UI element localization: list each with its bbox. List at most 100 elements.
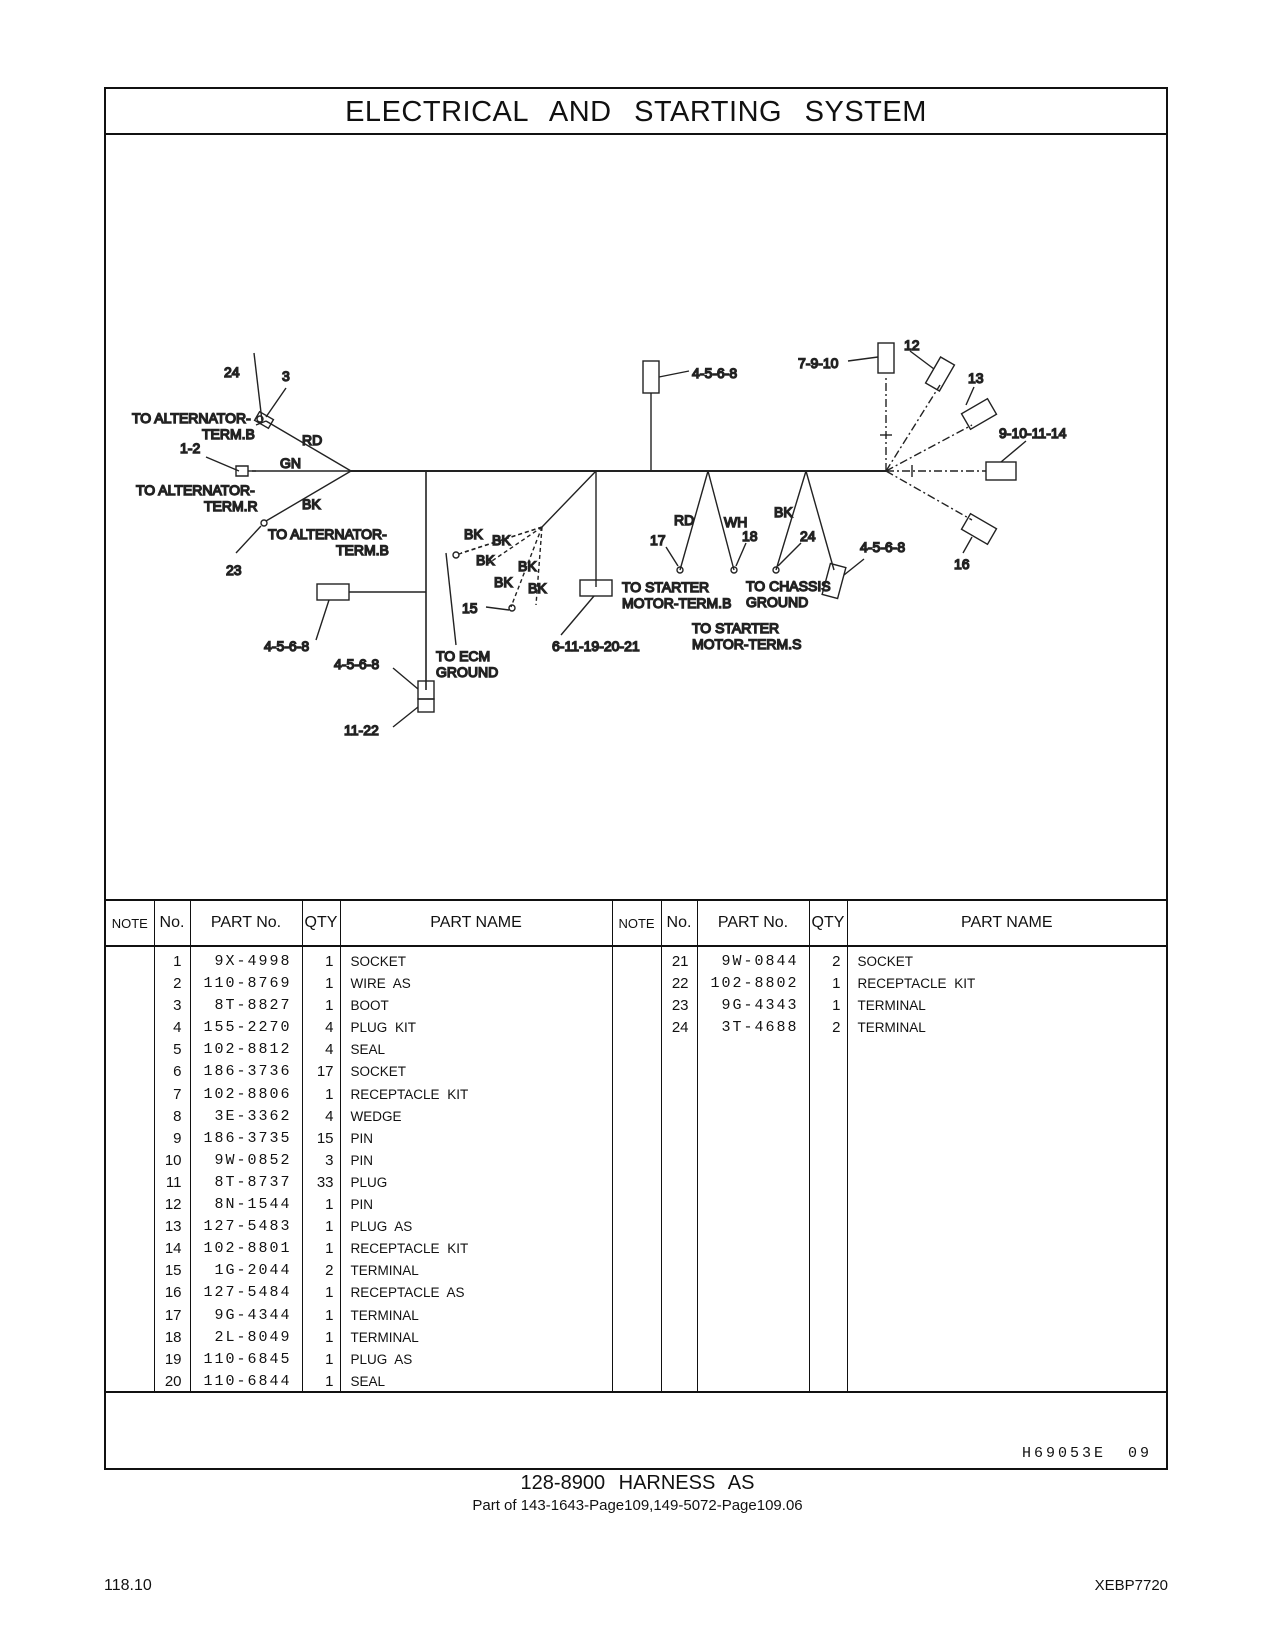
illustration-id: H69053E — [1021, 1445, 1106, 1462]
table-cell-name: PIN — [350, 1197, 374, 1213]
header-part-no-right: PART No. — [697, 901, 810, 947]
page-number: 118.10 — [104, 1577, 152, 1594]
table-cell-name: SEAL — [350, 1373, 386, 1389]
header-no-left: No. — [154, 901, 191, 947]
table-cell-name: TERMINAL — [857, 998, 926, 1014]
connector-12 — [924, 356, 956, 392]
document-id: XEBP7720 — [1094, 1577, 1168, 1594]
table-cell-part-no: 2L-8049 — [214, 1328, 292, 1346]
table-cell-qty: 1 — [325, 1196, 334, 1214]
label-24-right: 24 — [800, 528, 816, 544]
terminal-alt-term-b2 — [260, 519, 268, 527]
table-cell-no: 23 — [671, 997, 689, 1015]
label-17: 17 — [650, 532, 666, 548]
table-cell-name: BOOT — [350, 998, 389, 1014]
table-cell-no: 12 — [164, 1196, 182, 1214]
header-qty-left: QTY — [302, 901, 341, 947]
table-cell-part-no: 9G-4344 — [214, 1306, 292, 1324]
table-cell-no: 8 — [173, 1107, 182, 1125]
label-rd-2: RD — [674, 512, 694, 528]
parts-table: NOTE No. PART No. QTY PART NAME NOTE No.… — [106, 899, 1166, 1393]
table-cell-no: 4 — [173, 1019, 182, 1037]
label-to-alt-term-r-1: TO ALTERNATOR- — [136, 482, 255, 498]
table-cell-part-no: 9X-4998 — [214, 953, 292, 970]
header-qty-right: QTY — [809, 901, 848, 947]
table-cell-part-no: 102-8802 — [710, 975, 799, 993]
table-cell-no: 13 — [164, 1218, 182, 1236]
table-cell-name: RECEPTACLE KIT — [350, 1241, 469, 1257]
label-to-starter-b-2: MOTOR-TERM.B — [622, 595, 731, 611]
table-cell-name: SOCKET — [350, 954, 407, 969]
label-6-11-19-20-21: 6-11-19-20-21 — [552, 638, 640, 654]
harness-diagram: 24 3 TO ALTERNATOR- TERM.B 1-2 RD GN TO … — [106, 135, 1166, 899]
label-bk-b: BK — [492, 532, 511, 548]
table-cell-name: TERMINAL — [350, 1263, 419, 1279]
label-4-5-6-8-b: 4-5-6-8 — [334, 656, 379, 672]
section-title: ELECTRICAL AND STARTING SYSTEM — [106, 89, 1166, 135]
table-cell-qty: 1 — [325, 1240, 334, 1258]
label-4-5-6-8-top: 4-5-6-8 — [692, 365, 737, 381]
table-cell-no: 3 — [173, 997, 182, 1015]
table-cell-qty: 1 — [832, 975, 841, 993]
label-rd-1: RD — [302, 432, 322, 448]
label-to-alt-term-r-2: TERM.R — [204, 498, 258, 514]
page-frame: ELECTRICAL AND STARTING SYSTEM — [104, 87, 1168, 1470]
table-cell-qty: 17 — [316, 1063, 334, 1081]
table-cell-no: 18 — [164, 1328, 182, 1346]
label-to-alt-term-b2-1: TO ALTERNATOR- — [268, 526, 387, 542]
table-cell-qty: 2 — [325, 1262, 334, 1280]
table-cell-name: PLUG KIT — [350, 1020, 417, 1036]
connector-11-22-lower — [417, 698, 435, 713]
label-to-alt-term-b2-2: TERM.B — [336, 542, 389, 558]
connector-4-5-6-8-right — [821, 562, 847, 600]
table-cell-part-no: 102-8806 — [203, 1085, 292, 1103]
label-to-starter-s-1: TO STARTER — [692, 620, 779, 636]
table-cell-name: PLUG — [350, 1174, 388, 1190]
connector-4-5-6-8-top — [642, 360, 660, 394]
table-header-row: NOTE No. PART No. QTY PART NAME NOTE No.… — [106, 901, 1166, 947]
table-cell-part-no: 8T-8827 — [214, 997, 292, 1015]
illustration-rev: 09 — [1127, 1445, 1152, 1462]
label-bk-2: BK — [774, 504, 793, 520]
table-cell-part-no: 186-3735 — [203, 1129, 292, 1147]
table-cell-part-no: 127-5483 — [203, 1218, 292, 1236]
table-cell-part-no: 110-8769 — [203, 975, 292, 993]
label-4-5-6-8-a: 4-5-6-8 — [264, 638, 309, 654]
label-to-ecm-1: TO ECM — [436, 648, 490, 664]
label-11-22: 11-22 — [344, 722, 379, 738]
table-cell-part-no: 102-8801 — [203, 1240, 292, 1258]
table-cell-part-no: 102-8812 — [203, 1041, 292, 1059]
label-7-9-10: 7-9-10 — [798, 355, 839, 371]
table-cell-qty: 1 — [325, 1284, 334, 1302]
label-to-chassis-2: GROUND — [746, 594, 808, 610]
table-cell-name: SEAL — [350, 1042, 386, 1058]
table-cell-name: PIN — [350, 1130, 374, 1146]
header-no-right: No. — [661, 901, 698, 947]
table-cell-name: PLUG AS — [350, 1351, 413, 1367]
table-cell-name: TERMINAL — [350, 1307, 419, 1323]
table-cell-name: SOCKET — [350, 1064, 407, 1080]
table-cell-name: TERMINAL — [857, 1020, 926, 1036]
label-23: 23 — [226, 562, 242, 578]
table-cell-qty: 15 — [316, 1129, 334, 1147]
label-18: 18 — [742, 528, 758, 544]
table-cell-part-no: 8N-1544 — [214, 1196, 292, 1214]
table-cell-no: 16 — [164, 1284, 182, 1302]
caption-title: 128-8900 HARNESS AS — [520, 1472, 755, 1494]
table-cell-name: RECEPTACLE AS — [350, 1285, 465, 1301]
table-cell-no: 15 — [164, 1262, 182, 1280]
connector-16 — [960, 512, 998, 546]
label-bk-a: BK — [464, 526, 483, 542]
label-4-5-6-8-right: 4-5-6-8 — [860, 539, 905, 555]
table-cell-name: WEDGE — [350, 1108, 402, 1124]
table-cell-part-no: 9W-0852 — [214, 1151, 292, 1169]
label-15: 15 — [462, 600, 478, 616]
connector-9-10-11-14 — [985, 461, 1017, 481]
label-16: 16 — [954, 556, 970, 572]
note-column-left — [106, 946, 155, 1393]
